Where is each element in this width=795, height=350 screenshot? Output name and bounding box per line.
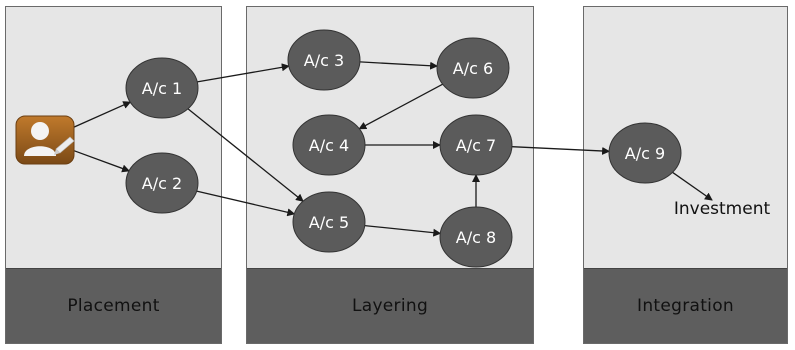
account-node-2: A/c 2	[125, 152, 199, 214]
account-node-6-label: A/c 6	[453, 59, 493, 78]
arrow-ac2-to-ac5	[196, 190, 296, 217]
arrow-ac5-to-ac8	[364, 224, 442, 237]
layering-footer: Layering	[247, 268, 533, 343]
arrow-ac6-to-ac4	[358, 83, 444, 130]
integration-label: Integration	[637, 296, 734, 316]
arrow-ac1-to-ac5	[187, 108, 304, 202]
account-node-9: A/c 9	[608, 122, 682, 184]
layering-label: Layering	[351, 296, 429, 316]
arrow-person-to-ac1	[73, 101, 132, 128]
edge-layer	[73, 61, 713, 237]
placement-label: Placement	[67, 296, 160, 316]
placement-footer: Placement	[6, 268, 221, 343]
arrow-ac9-to-investment	[672, 171, 713, 201]
account-node-5-label: A/c 5	[309, 213, 349, 232]
account-node-6: A/c 6	[436, 37, 510, 99]
integration-footer: Integration	[584, 268, 787, 343]
arrow-person-to-ac2	[73, 150, 131, 173]
account-node-8: A/c 8	[439, 206, 513, 268]
account-node-9-label: A/c 9	[625, 144, 665, 163]
account-node-1-label: A/c 1	[142, 79, 182, 98]
account-node-4: A/c 4	[292, 114, 366, 176]
account-node-7: A/c 7	[439, 114, 513, 176]
investment-label: Investment	[674, 199, 771, 219]
account-node-4-label: A/c 4	[309, 136, 349, 155]
node-layer: A/c 1 A/c 2 A/c 3 A/c 4 A/c 5 A/c 6	[125, 29, 682, 268]
account-node-7-label: A/c 7	[456, 136, 496, 155]
account-node-3: A/c 3	[287, 29, 361, 91]
arrow-ac1-to-ac3	[197, 63, 290, 83]
person-icon	[15, 115, 75, 165]
arrow-ac3-to-ac6	[359, 61, 439, 70]
account-node-8-label: A/c 8	[456, 228, 496, 247]
account-node-5: A/c 5	[292, 191, 366, 253]
account-node-3-label: A/c 3	[304, 51, 344, 70]
arrow-ac7-to-ac9	[511, 146, 611, 155]
account-node-1: A/c 1	[125, 57, 199, 119]
account-node-2-label: A/c 2	[142, 174, 182, 193]
